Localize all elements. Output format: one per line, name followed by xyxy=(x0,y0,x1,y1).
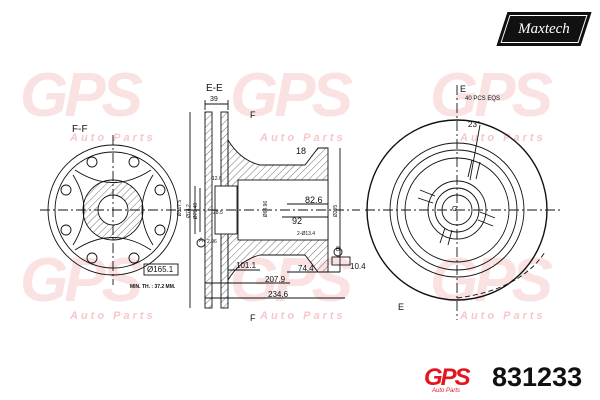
ff-diameter: Ø165.1 xyxy=(147,265,174,274)
holes-note: 40 PCS EQS xyxy=(465,96,501,102)
section-ff-label: F-F xyxy=(72,124,88,135)
cut-f-top: F xyxy=(250,110,256,120)
datum-b: B xyxy=(336,247,341,253)
watermark-text: Auto Parts xyxy=(460,310,546,322)
watermark-logo: GPS xyxy=(430,246,553,315)
dim-outer-diameter: Ø317.5 xyxy=(177,199,184,217)
dim-2-96: 2.96 xyxy=(207,239,217,245)
watermark-logo: GPS xyxy=(430,61,553,130)
dim-dia-74-2: Ø74.2 xyxy=(185,204,192,218)
dim-207-9: 207.9 xyxy=(265,275,286,284)
dim-101-1: 101.1 xyxy=(236,261,257,270)
dim-10-4: 10.4 xyxy=(350,262,366,271)
dim-18: 18 xyxy=(296,146,307,156)
center-mark: G xyxy=(452,206,458,213)
dim-28-5: 28.5 xyxy=(213,210,223,216)
dim-dia-205: Ø205 xyxy=(333,204,340,218)
gps-logo-sub: Auto Parts xyxy=(432,388,461,394)
section-ee-view xyxy=(189,100,360,309)
dim-74-4: 74.4 xyxy=(298,264,314,273)
section-ee-label: E-E xyxy=(206,83,223,94)
dim-39: 39 xyxy=(210,96,218,103)
dim-dia-75-48: Ø75.48 xyxy=(193,202,200,220)
watermark-logo: GPS xyxy=(20,61,143,130)
watermark-logo: GPS xyxy=(230,61,353,130)
dim-holes: 2-Ø13.4 xyxy=(297,231,316,237)
watermark-text: Auto Parts xyxy=(70,310,156,322)
watermark-logo: GPS xyxy=(20,246,143,315)
watermark-text: Auto Parts xyxy=(260,132,346,144)
dim-dia-64-96: Ø64.96 xyxy=(263,200,270,218)
dim-82-6: 82.6 xyxy=(305,195,323,205)
dim-12-6: 12.6 xyxy=(212,176,222,182)
section-ff-view xyxy=(40,135,190,285)
dim-234-6: 234.6 xyxy=(268,290,289,299)
watermark-text: Auto Parts xyxy=(460,132,546,144)
angle-label: 23° xyxy=(468,120,481,129)
min-thickness: MIN. TH. : 37.2 MM. xyxy=(130,284,176,290)
watermark-text: Auto Parts xyxy=(260,310,346,322)
dim-92: 92 xyxy=(292,216,303,226)
part-number: 831233 xyxy=(492,362,583,392)
gps-logo: GPS xyxy=(424,364,471,391)
cut-f-bottom: F xyxy=(250,313,256,323)
watermark-text: Auto Parts xyxy=(70,132,156,144)
maxtech-logo: Maxtech xyxy=(496,12,592,46)
cut-e-bottom: E xyxy=(398,302,405,312)
datum-a: A xyxy=(199,238,204,244)
cut-e-top: E xyxy=(460,84,467,94)
front-view xyxy=(365,85,560,320)
